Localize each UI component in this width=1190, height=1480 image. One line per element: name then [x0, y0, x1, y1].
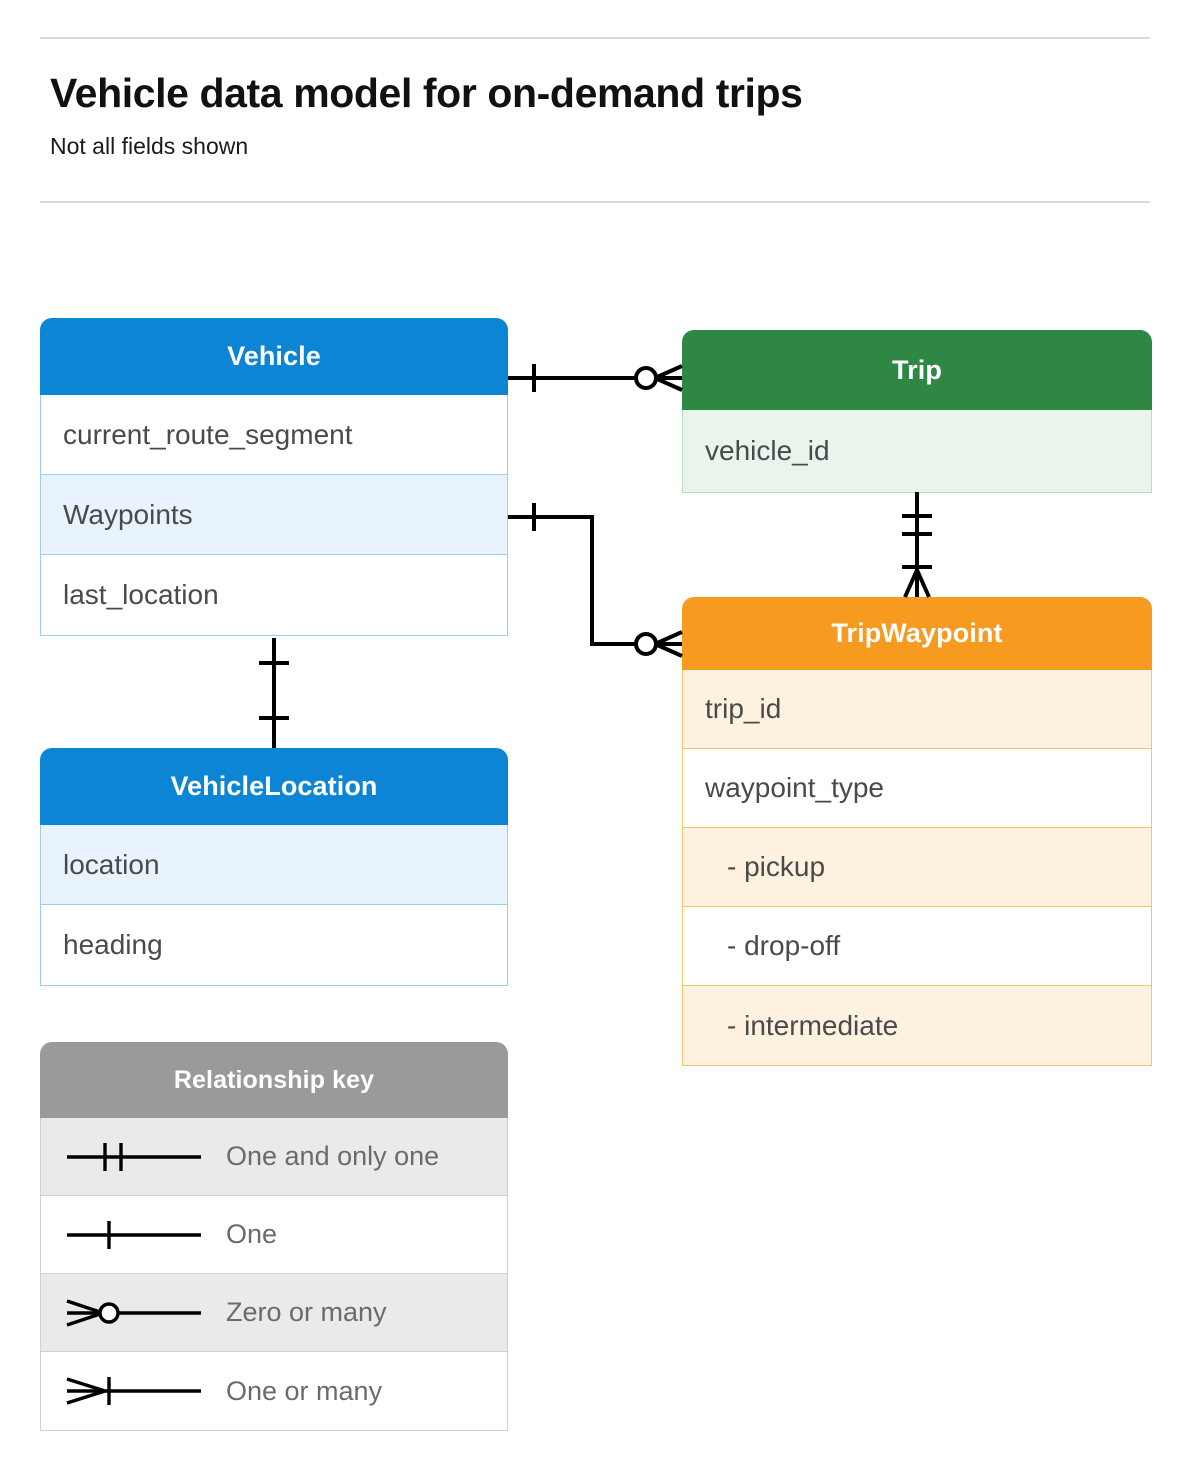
entity-trip-waypoint[interactable]: TripWaypoint trip_id waypoint_type - pic… — [682, 597, 1152, 1066]
field-row-enum[interactable]: - intermediate — [683, 986, 1151, 1065]
entity-vehicle-fields: current_route_segment Waypoints last_loc… — [40, 395, 508, 636]
field-row[interactable]: Waypoints — [41, 475, 507, 555]
entity-vehicle-location-title: VehicleLocation — [40, 748, 508, 825]
zero-or-many-icon — [41, 1293, 226, 1333]
connector-vehicle-vehiclelocation — [259, 638, 289, 748]
entity-trip-waypoint-fields: trip_id waypoint_type - pickup - drop-of… — [682, 670, 1152, 1066]
legend-label: One and only one — [226, 1141, 440, 1171]
page-title: Vehicle data model for on-demand trips — [50, 70, 803, 116]
field-row[interactable]: heading — [41, 905, 507, 985]
legend-label: Zero or many — [226, 1297, 387, 1327]
entity-trip[interactable]: Trip vehicle_id — [682, 330, 1152, 493]
relationship-key-title: Relationship key — [40, 1042, 508, 1118]
entity-vehicle[interactable]: Vehicle current_route_segment Waypoints … — [40, 318, 508, 636]
one-and-only-one-icon — [41, 1137, 226, 1177]
field-row-enum[interactable]: - pickup — [683, 828, 1151, 907]
one-icon — [41, 1215, 226, 1255]
entity-vehicle-title: Vehicle — [40, 318, 508, 395]
legend-row-one: One — [41, 1196, 507, 1274]
legend-row-one-or-many: One or many — [41, 1352, 507, 1430]
legend-label: One — [226, 1219, 278, 1249]
entity-trip-fields: vehicle_id — [682, 410, 1152, 493]
legend-row-zero-or-many: Zero or many — [41, 1274, 507, 1352]
legend-row-one-and-only-one: One and only one — [41, 1118, 507, 1196]
page-subtitle: Not all fields shown — [50, 133, 249, 159]
field-row[interactable]: current_route_segment — [41, 395, 507, 475]
relationship-key-rows: One and only one One — [40, 1118, 508, 1431]
field-row-enum[interactable]: - drop-off — [683, 907, 1151, 986]
entity-trip-waypoint-title: TripWaypoint — [682, 597, 1152, 670]
relationship-key-panel: Relationship key One and only one — [40, 1042, 508, 1431]
one-or-many-icon — [41, 1371, 226, 1411]
field-row[interactable]: last_location — [41, 555, 507, 635]
legend-label: One or many — [226, 1375, 383, 1406]
connector-vehicle-trip — [508, 364, 683, 392]
field-row[interactable]: trip_id — [683, 670, 1151, 749]
entity-vehicle-location[interactable]: VehicleLocation location heading — [40, 748, 508, 986]
header-divider-bottom — [40, 201, 1150, 203]
field-row[interactable]: location — [41, 825, 507, 905]
connector-trip-tripwaypoint — [902, 492, 932, 598]
entity-trip-title: Trip — [682, 330, 1152, 410]
field-row[interactable]: waypoint_type — [683, 749, 1151, 828]
field-row[interactable]: vehicle_id — [683, 410, 1151, 492]
connector-waypoints-tripwaypoint — [508, 503, 683, 658]
entity-vehicle-location-fields: location heading — [40, 825, 508, 986]
header-divider-top — [40, 37, 1150, 39]
